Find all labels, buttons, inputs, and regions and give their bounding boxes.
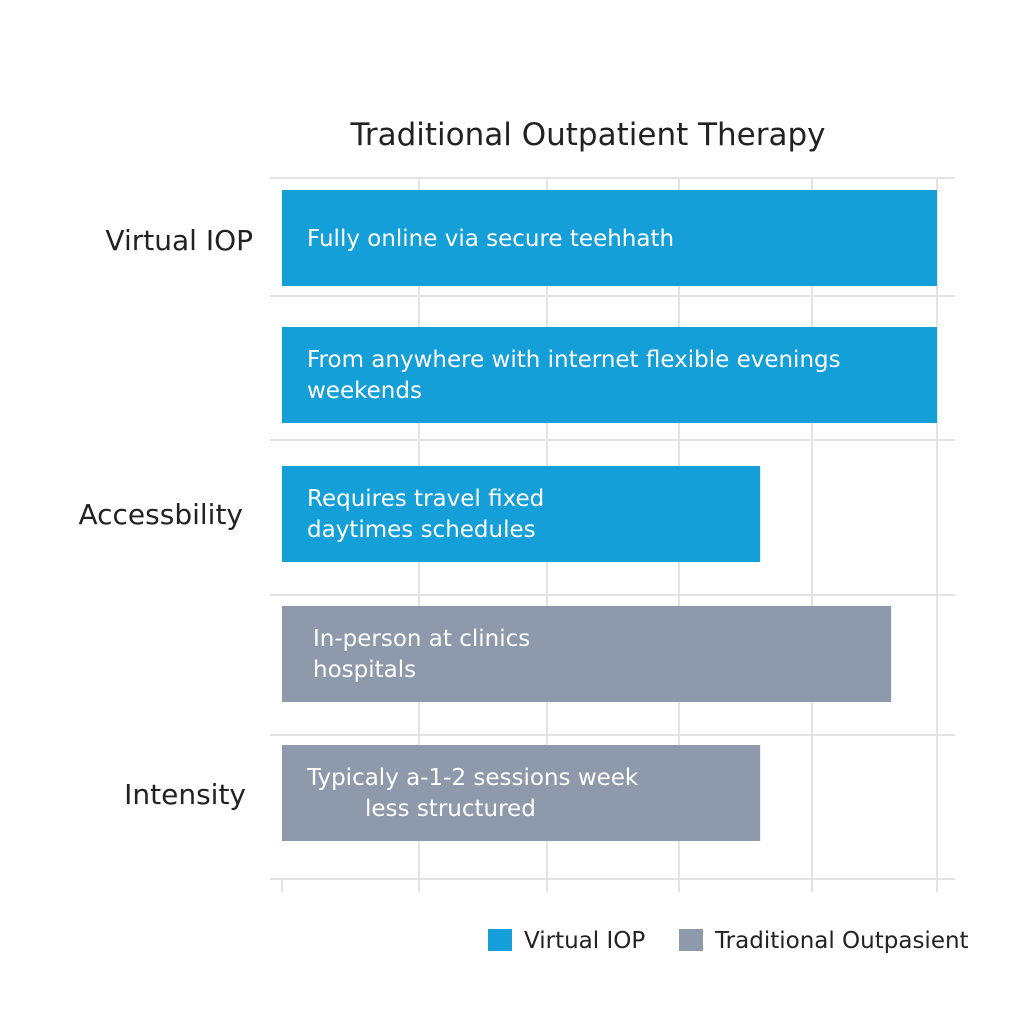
- legend-label: Traditional Outpasient: [714, 928, 969, 954]
- bar: [282, 327, 937, 423]
- category-label: Intensity: [124, 778, 246, 811]
- bar-label: In-person at clinics: [313, 626, 530, 652]
- bar-label: hospitals: [313, 657, 416, 683]
- category-label: Accessbility: [78, 498, 243, 531]
- bar-label: Requires travel fixed: [307, 486, 544, 512]
- bar-label: Typicaly a-1-2 sessions week: [306, 765, 639, 791]
- category-label: Virtual IOP: [105, 224, 253, 257]
- chart-title: Traditional Outpatient Therapy: [349, 117, 825, 153]
- bar: [282, 606, 892, 702]
- bar-label: From anywhere with internet flexible eve…: [307, 347, 841, 373]
- legend-swatch: [488, 929, 512, 951]
- bar-label: daytimes schedules: [307, 517, 536, 543]
- bar-label: less structured: [365, 796, 536, 822]
- legend-label: Virtual IOP: [524, 928, 645, 954]
- bar-label: weekends: [307, 378, 422, 404]
- bar-label: Fully online via secure teehhath: [307, 226, 674, 252]
- legend: Virtual IOP Traditional Outpasient: [488, 928, 969, 954]
- bar: [282, 190, 937, 286]
- bar: [282, 466, 761, 562]
- legend-swatch: [679, 929, 703, 951]
- bar: [282, 745, 761, 841]
- grid: [270, 177, 955, 892]
